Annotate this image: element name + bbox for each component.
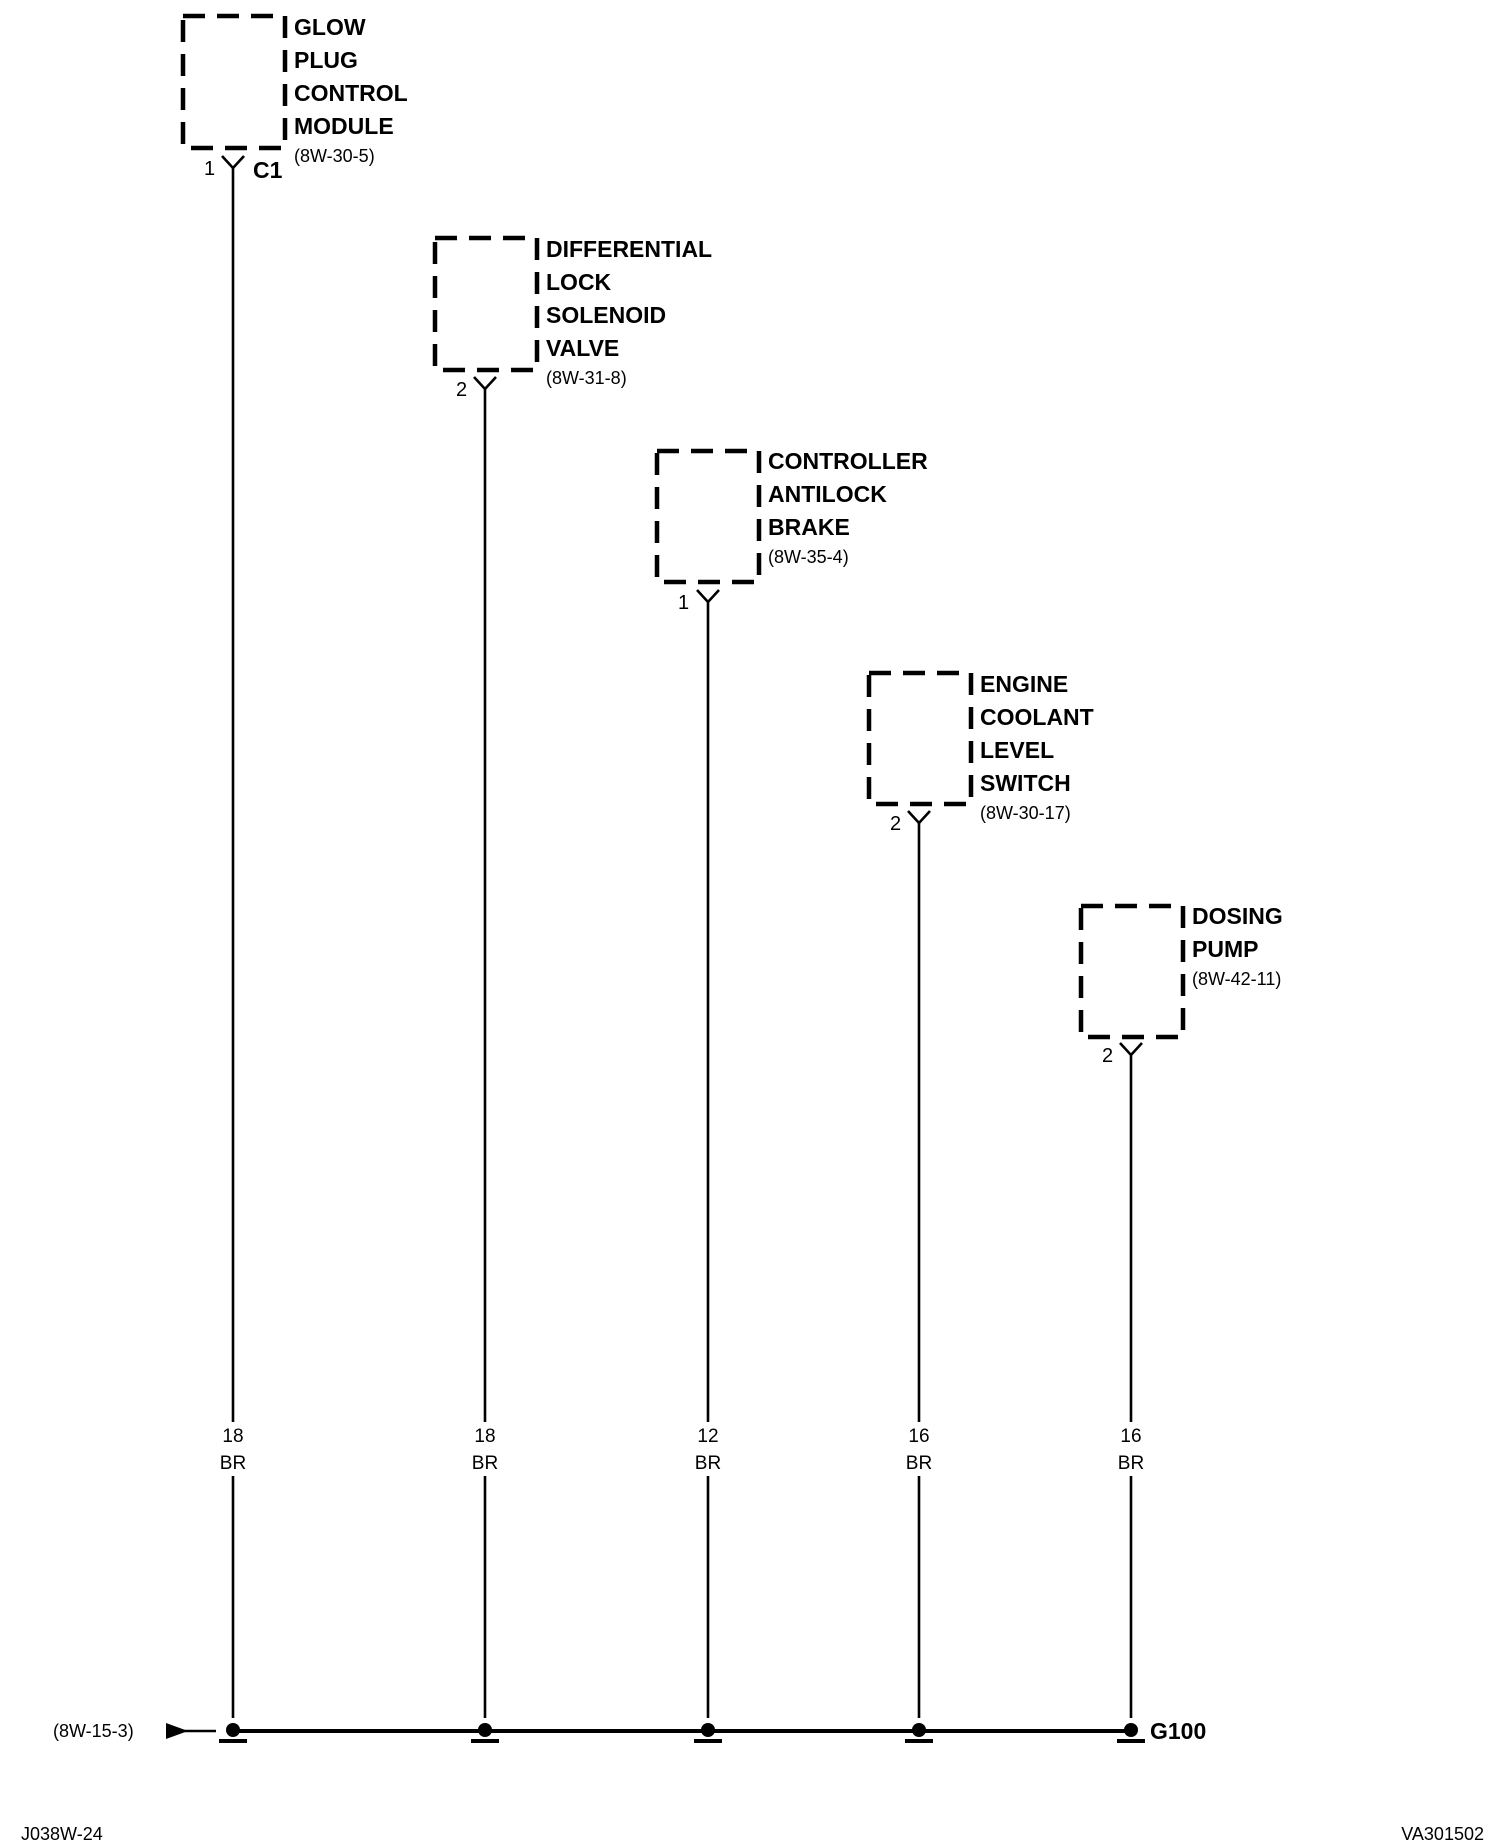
ground-point-icon — [1117, 1723, 1145, 1743]
continuation-reference: (8W-15-3) — [53, 1721, 134, 1741]
wire-gauge: 18 — [222, 1426, 243, 1447]
component-engine-coolant-level-switch: ENGINE COOLANT LEVEL SWITCH (8W-30-17) 2… — [866, 670, 1094, 1718]
component-dosing-pump: DOSING PUMP (8W-42-11) 2 16 BR — [1078, 903, 1283, 1718]
connector-symbol — [907, 810, 931, 825]
component-box — [432, 235, 540, 373]
component-label-line: VALVE — [546, 335, 619, 361]
wire-color: BR — [220, 1453, 246, 1474]
component-label-line: SWITCH — [980, 770, 1071, 796]
page-reference: (8W-31-8) — [546, 368, 627, 388]
wire-gauge: 16 — [908, 1426, 929, 1447]
component-label-line: CONTROL — [294, 80, 408, 106]
wire-color: BR — [472, 1453, 498, 1474]
component-label-line: MODULE — [294, 113, 394, 139]
component-label-line: GLOW — [294, 14, 366, 40]
component-label-line: DOSING — [1192, 903, 1283, 929]
page-reference: (8W-35-4) — [768, 547, 849, 567]
connector-symbol — [696, 589, 720, 604]
component-label-line: SOLENOID — [546, 302, 666, 328]
pin-number: 1 — [204, 158, 215, 180]
component-box — [654, 448, 762, 585]
wire-gauge: 12 — [697, 1426, 718, 1447]
component-label-line: LEVEL — [980, 737, 1054, 763]
pin-number: 2 — [1102, 1045, 1113, 1067]
splice-point — [471, 1723, 499, 1743]
component-label-line: ENGINE — [980, 671, 1068, 697]
page-reference: (8W-30-17) — [980, 803, 1071, 823]
connector-symbol — [221, 155, 245, 170]
component-label-line: PUMP — [1192, 936, 1258, 962]
page-reference: (8W-42-11) — [1192, 969, 1281, 989]
connector-name: C1 — [253, 157, 283, 183]
page-reference: (8W-30-5) — [294, 146, 375, 166]
component-label-line: COOLANT — [980, 704, 1094, 730]
component-label-line: DIFFERENTIAL — [546, 236, 712, 262]
component-glow-plug-control-module: GLOW PLUG CONTROL MODULE (8W-30-5) 1 C1 … — [180, 13, 408, 1718]
component-box — [1078, 903, 1186, 1040]
wire-gauge: 16 — [1120, 1426, 1141, 1447]
component-differential-lock-solenoid-valve: DIFFERENTIAL LOCK SOLENOID VALVE (8W-31-… — [432, 235, 712, 1718]
connector-symbol — [1119, 1042, 1143, 1057]
splice-point — [219, 1723, 247, 1743]
connector-symbol — [473, 376, 497, 391]
footer-left-code: J038W-24 — [21, 1824, 103, 1844]
pin-number: 2 — [890, 813, 901, 835]
ground-name: G100 — [1150, 1718, 1206, 1744]
splice-point — [694, 1723, 722, 1743]
wire-gauge: 18 — [474, 1426, 495, 1447]
ground-bus: (8W-15-3) G100 — [53, 1718, 1206, 1744]
component-controller-antilock-brake: CONTROLLER ANTILOCK BRAKE (8W-35-4) 1 12… — [654, 448, 928, 1718]
component-label-line: BRAKE — [768, 514, 850, 540]
component-label-line: LOCK — [546, 269, 612, 295]
pin-number: 2 — [456, 379, 467, 401]
component-label-line: CONTROLLER — [768, 448, 928, 474]
component-label-line: PLUG — [294, 47, 358, 73]
splice-point — [905, 1723, 933, 1743]
footer-right-code: VA301502 — [1401, 1824, 1484, 1844]
wire-color: BR — [906, 1453, 932, 1474]
component-label-line: ANTILOCK — [768, 481, 887, 507]
component-box — [180, 13, 288, 151]
pin-number: 1 — [678, 592, 689, 614]
wire-color: BR — [1118, 1453, 1144, 1474]
wire-color: BR — [695, 1453, 721, 1474]
component-box — [866, 670, 974, 807]
